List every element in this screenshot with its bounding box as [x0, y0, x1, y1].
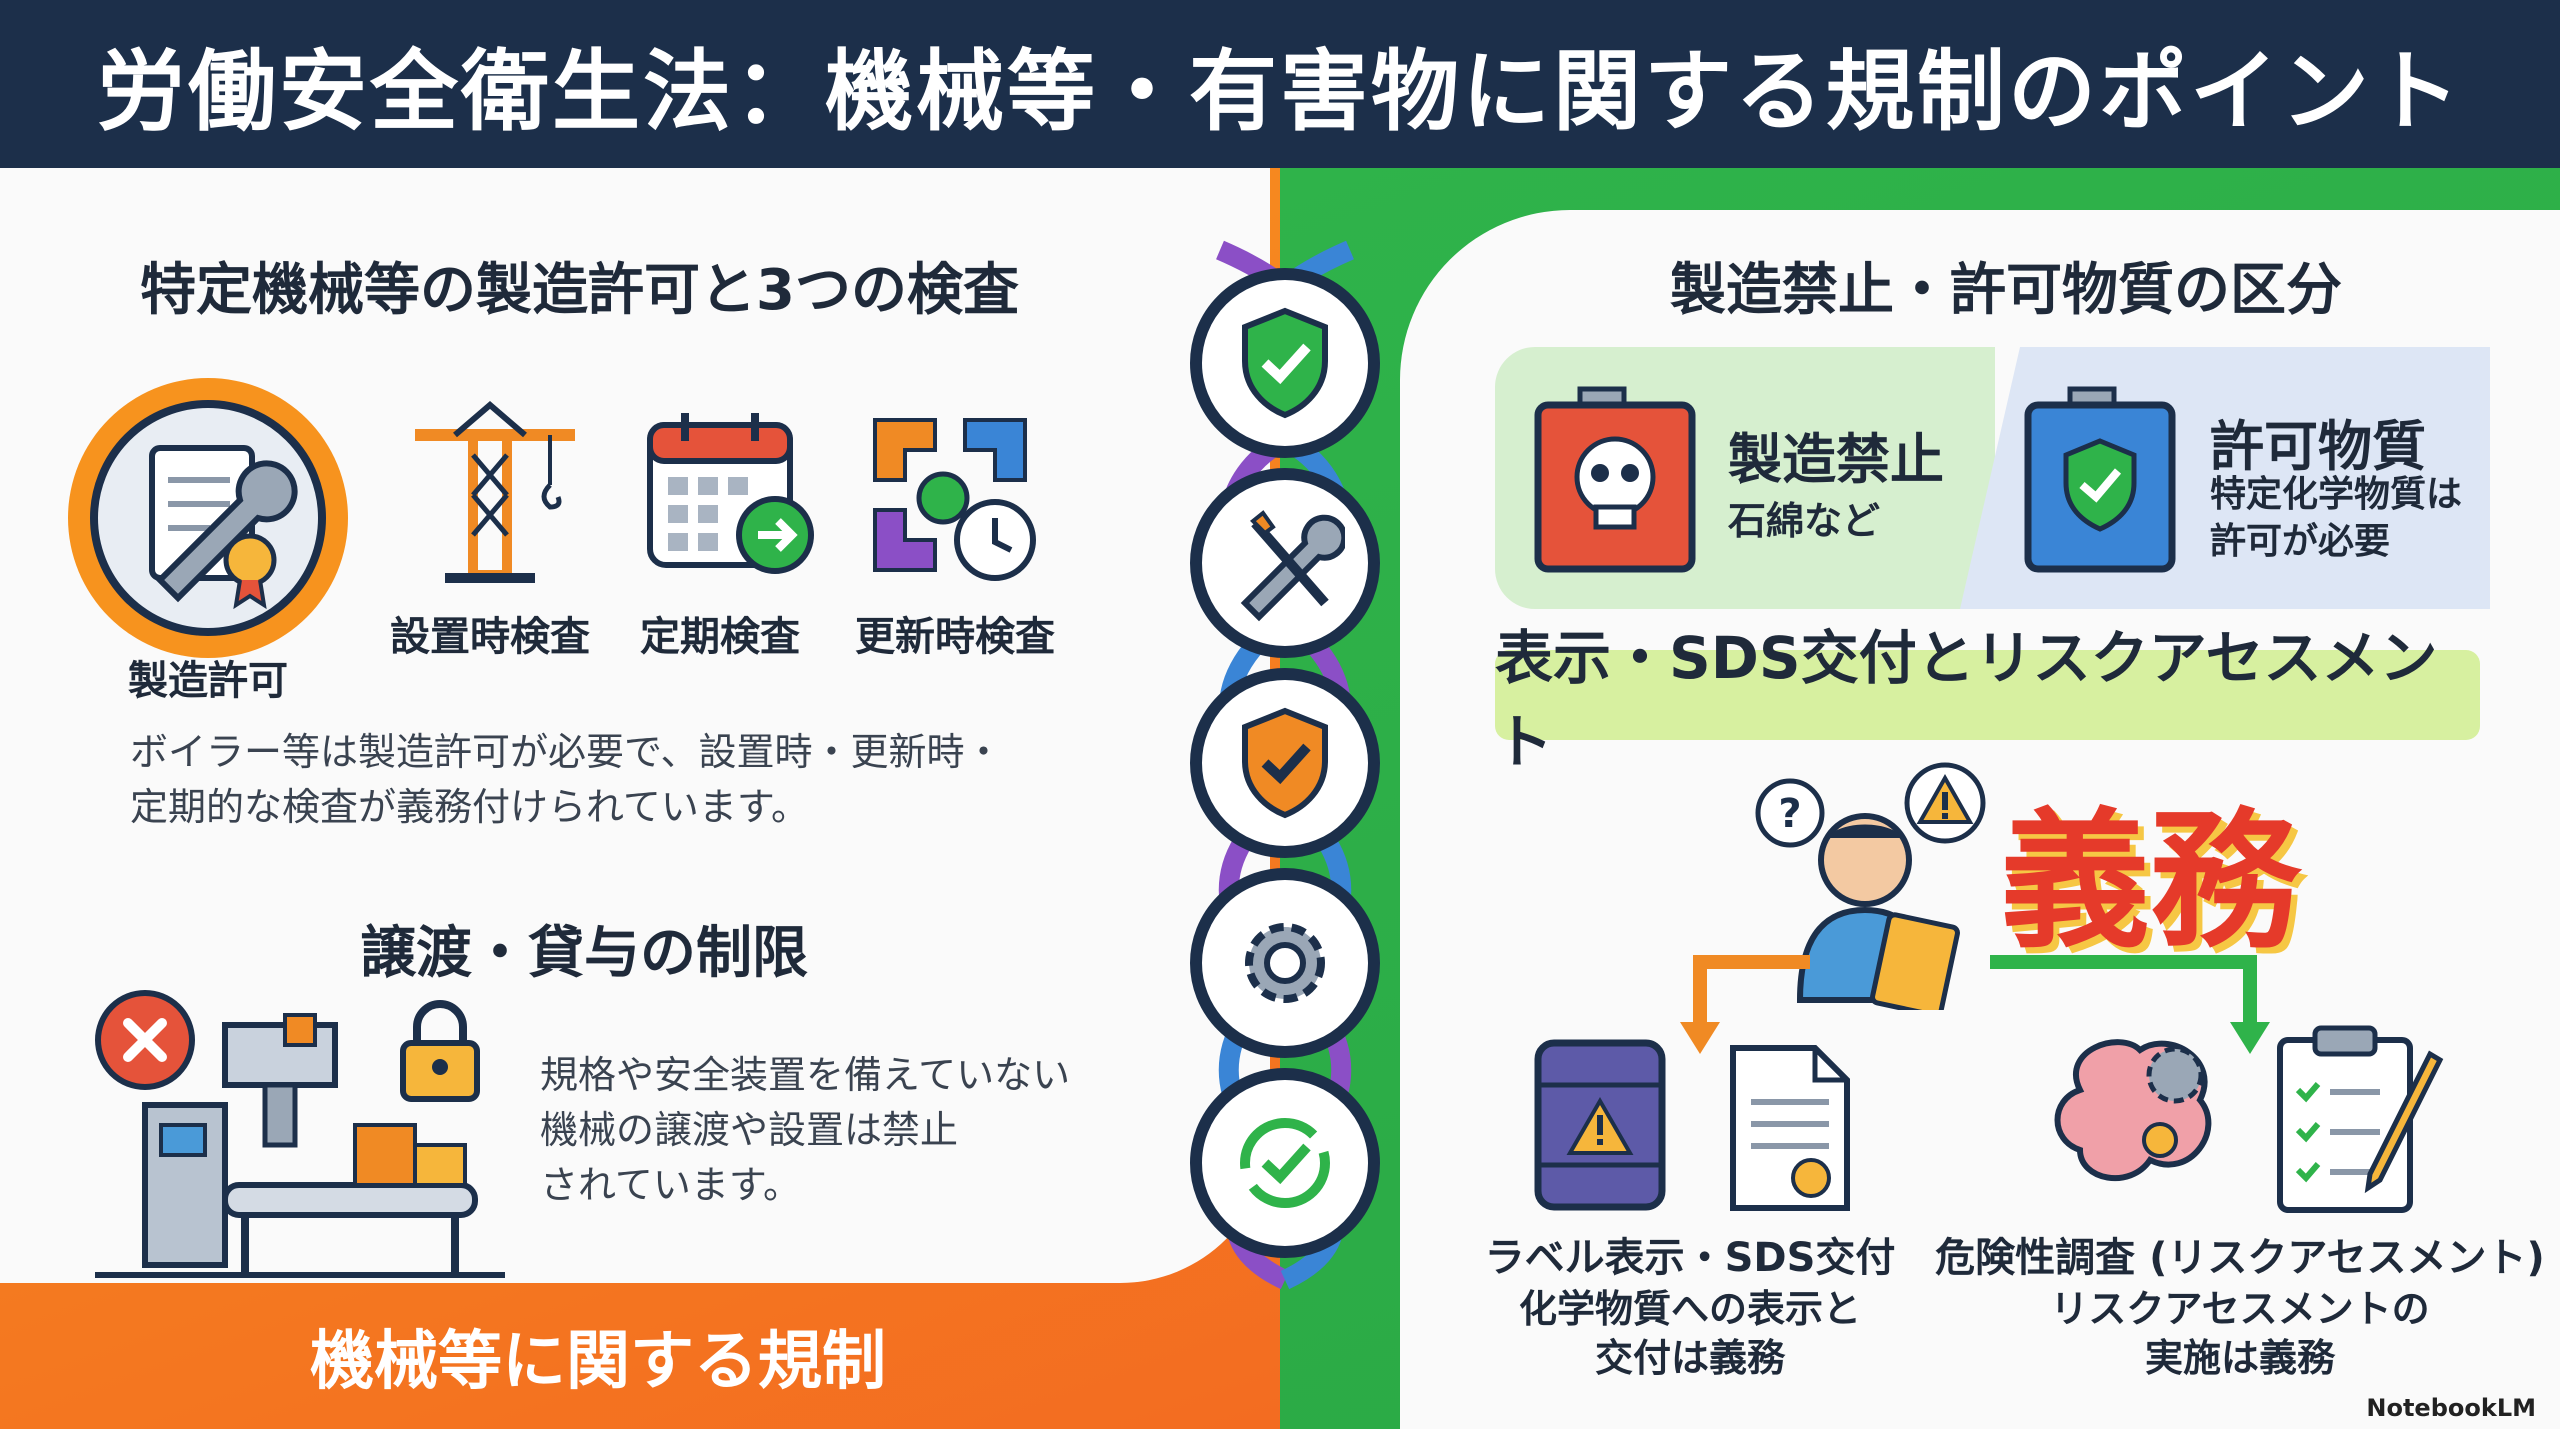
inspection-description: ボイラー等は製造許可が必要で、設置時・更新時・ 定期的な検査が義務付けられていま…	[130, 730, 1003, 830]
permit-title: 許可物質	[2210, 415, 2426, 478]
svg-text:?: ?	[1778, 791, 1801, 837]
shield-check-icon	[1190, 268, 1380, 458]
shield-canister-icon	[2020, 385, 2180, 575]
machine-permit-section-title: 特定機械等の製造許可と3つの検査	[140, 258, 1019, 323]
brain-gear-icon	[2040, 1030, 2230, 1200]
sds-risk-banner-label: 表示・SDS交付とリスクアセスメント	[1495, 624, 2438, 776]
checklist-pencil-icon	[2270, 1020, 2450, 1220]
label-sds-title: ラベル表示・SDS交付	[1484, 1235, 1896, 1281]
prohibited-title: 製造禁止	[1728, 428, 1944, 491]
machine-regulation-footer: 機械等に関する規制	[0, 1283, 1270, 1429]
header-bar: 労働安全衛生法：機械等・有害物に関する規制のポイント	[0, 0, 2560, 168]
question-bubble-icon: ?	[1750, 775, 1830, 855]
hazard-barrel-icon	[1530, 1035, 1670, 1215]
substance-category-title: 製造禁止・許可物質の区分	[1670, 258, 2342, 323]
worker-clipboard-icon	[1750, 780, 1980, 1018]
transfer-restriction-title: 譲渡・貸与の制限	[360, 921, 808, 986]
machine-regulation-label: 機械等に関する規制	[310, 1325, 886, 1399]
cycle-arrows-icon	[855, 400, 1045, 590]
wrench-license-icon	[68, 378, 348, 658]
recycle-check-icon	[1190, 1068, 1380, 1258]
shield-orange-icon	[1190, 668, 1380, 858]
skull-canister-icon	[1530, 385, 1700, 575]
icon-label-permit: 製造許可	[128, 658, 288, 704]
machine-equipment-icon	[85, 985, 505, 1285]
gear-icon	[1190, 868, 1380, 1058]
risk-assessment-title: 危険性調査 (リスクアセスメント)	[1935, 1235, 2545, 1281]
transfer-restriction-description: 規格や安全装置を備えていない 機械の譲渡や設置は禁止 されています。	[540, 1053, 1071, 1208]
crane-icon	[395, 395, 585, 585]
warning-bubble-icon	[1900, 760, 1990, 850]
icon-label-renewal-inspection: 更新時検査	[855, 614, 1055, 660]
left-panel	[0, 168, 1270, 1283]
sds-document-icon	[1725, 1040, 1855, 1215]
prohibited-subtitle: 石綿など	[1728, 499, 1881, 543]
permit-subtitle: 特定化学物質は 許可が必要	[2210, 474, 2463, 562]
sds-risk-banner: 表示・SDS交付とリスクアセスメント	[1495, 624, 2480, 776]
icon-label-install-inspection: 設置時検査	[390, 614, 590, 660]
tools-icon	[1190, 468, 1380, 658]
notebooklm-brand: NotebookLM	[2366, 1394, 2536, 1422]
risk-assessment-text: リスクアセスメントの 実施は義務	[2050, 1287, 2430, 1381]
calendar-icon	[640, 405, 820, 585]
padlock-icon	[395, 995, 485, 1105]
page-title: 労働安全衛生法：機械等・有害物に関する規制のポイント	[96, 39, 2463, 143]
icon-label-periodic-inspection: 定期検査	[640, 614, 800, 660]
obligation-label: 義務	[2000, 795, 2301, 969]
label-sds-text: 化学物質への表示と 交付は義務	[1518, 1287, 1861, 1381]
prohibited-x-icon	[95, 990, 195, 1090]
branch-arrows	[1660, 950, 2280, 1060]
